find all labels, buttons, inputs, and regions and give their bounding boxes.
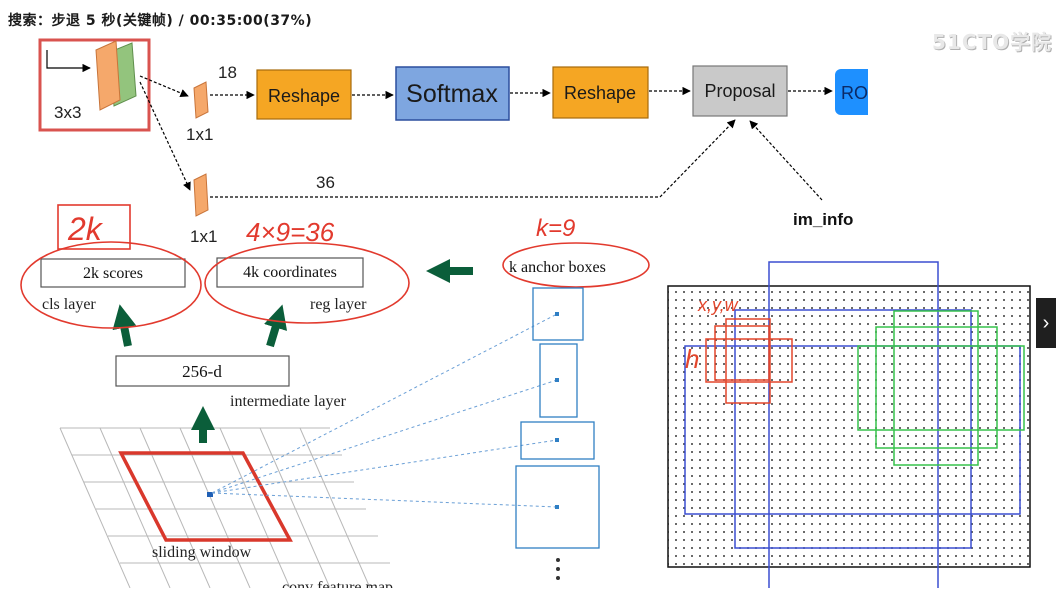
branch2-arrow <box>139 81 191 191</box>
anchor-box-2 <box>539 343 578 418</box>
reshape2-box <box>552 66 649 119</box>
reg-layer-label: reg layer <box>310 296 367 313</box>
softmax-label: Softmax <box>406 80 498 108</box>
conv-3x3-frame <box>38 38 151 132</box>
cls-note-box <box>57 204 131 250</box>
next-chevron-icon[interactable]: › <box>1036 298 1056 348</box>
anchor-projection-lines <box>211 313 558 508</box>
proposal-box <box>692 65 788 117</box>
intermediate-value: 256-d <box>182 362 222 381</box>
conv-feature-map-label: conv feature map <box>282 579 393 588</box>
branch2-label: 1x1 <box>190 227 217 246</box>
im-info-arrow <box>749 120 823 201</box>
sliding-window-center <box>207 492 213 497</box>
intermediate-label: intermediate layer <box>230 393 347 410</box>
anchor-handwriting: k=9 <box>536 215 575 242</box>
reshape1-label: Reshape <box>268 86 340 106</box>
green-anchors <box>857 310 1025 466</box>
im-info-label: im_info <box>793 210 853 229</box>
conv-1x1-top <box>193 81 209 119</box>
orange-feature-map <box>95 40 121 111</box>
reg-annotation-circle <box>204 242 410 324</box>
sliding-window-label: sliding window <box>152 544 252 561</box>
intermediate-box <box>115 355 290 387</box>
anchor-centers <box>555 312 559 509</box>
more-anchors-ellipsis <box>556 558 560 580</box>
cls-annotation-circle <box>20 241 202 329</box>
reg-coords-box <box>216 257 364 288</box>
cls-layer-label: cls layer <box>42 296 96 313</box>
height-handwriting: h <box>685 344 699 374</box>
conv-1x1-bottom <box>193 173 209 217</box>
cls-scores-box <box>40 258 186 288</box>
reg-coords-label: 4k coordinates <box>243 264 337 281</box>
channels-18: 18 <box>218 63 237 82</box>
reshape1-box <box>256 69 352 120</box>
anchor-box-1 <box>532 287 584 341</box>
sliding-window-frame <box>118 451 293 542</box>
red-anchors <box>705 318 793 404</box>
input-arrow <box>46 50 91 73</box>
softmax-box <box>395 66 510 121</box>
roi-box <box>835 69 875 115</box>
anchor-box-4 <box>515 465 600 549</box>
branch1-label: 1x1 <box>186 125 213 144</box>
proposal-label: Proposal <box>704 81 775 101</box>
roi-label: RO <box>841 83 868 103</box>
channels-36: 36 <box>316 173 335 192</box>
anchor-boxes-column <box>515 287 600 549</box>
reshape2-label: Reshape <box>564 83 636 103</box>
cls-handwriting: 2k <box>67 211 104 247</box>
anchor-box-3 <box>520 421 595 460</box>
search-status-text: 搜索：步退 5 秒(关键帧) / 00:35:00(37%) <box>8 13 313 29</box>
branch1-arrow <box>139 75 189 97</box>
roi-crop-mask <box>868 28 928 128</box>
cls-scores-label: 2k scores <box>83 265 143 282</box>
watermark-logo: 51CTO学院 <box>932 30 1053 54</box>
up-arrow-to-cls <box>112 304 137 347</box>
reg-handwriting: 4×9=36 <box>246 217 335 247</box>
anchor-boxes-label: k anchor boxes <box>509 259 606 276</box>
anchor-annotation-circle <box>502 242 650 288</box>
conv-label: 3x3 <box>54 103 81 122</box>
flow-36-to-proposal <box>210 119 736 198</box>
conv-feature-map-grid <box>59 427 390 589</box>
box-coords-handwriting: x,y,w <box>697 295 739 315</box>
anchor-panel-frame <box>667 285 1031 568</box>
